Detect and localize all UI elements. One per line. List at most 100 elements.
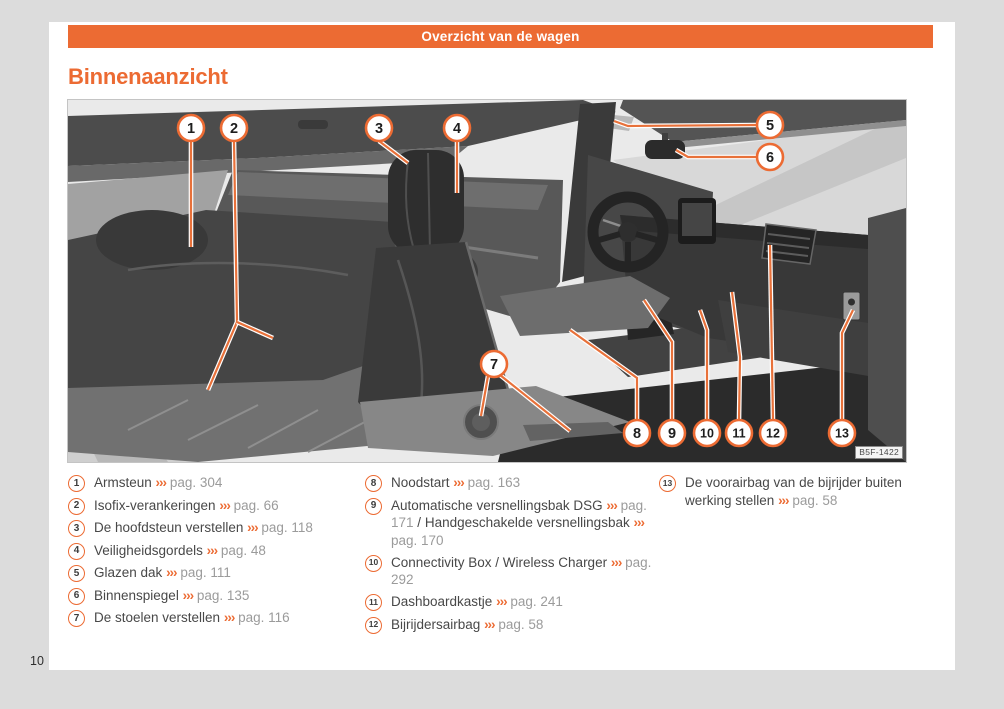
legend-item-1: 1 Armsteun ››› pag. 304	[68, 474, 365, 492]
svg-text:3: 3	[375, 121, 383, 137]
leader-line-7	[479, 375, 490, 417]
leader-line-2	[236, 320, 274, 340]
callout-13: 13	[827, 418, 857, 448]
callout-1: 1	[176, 113, 206, 143]
callout-4: 4	[442, 113, 472, 143]
legend-text: Veiligheidsgordels ››› pag. 48	[94, 542, 266, 558]
legend-text: De voorairbag van de bijrijder buiten we…	[685, 475, 902, 508]
svg-text:12: 12	[766, 427, 780, 441]
leader-line-12	[768, 244, 775, 421]
rear-headrest-left	[96, 210, 208, 270]
svg-text:9: 9	[668, 426, 676, 442]
legend-number-badge: 5	[68, 565, 85, 582]
callout-10: 10	[692, 418, 722, 448]
svg-text:1: 1	[187, 121, 195, 137]
svg-text:11: 11	[732, 427, 745, 441]
manual-page: Overzicht van de wagen Binnenaanzicht	[49, 22, 955, 670]
callout-11: 11	[724, 418, 754, 448]
passenger-door-edge	[842, 208, 906, 462]
leader-line-3	[378, 140, 409, 164]
legend-number-badge: 13	[659, 475, 676, 492]
legend-number-badge: 12	[365, 616, 382, 634]
legend-item-12: 12 Bijrijdersairbag ››› pag. 58	[365, 616, 659, 634]
legend-text: Bijrijdersairbag ››› pag. 58	[391, 616, 544, 632]
legend-number-badge: 4	[68, 542, 85, 560]
chapter-header-bar: Overzicht van de wagen	[68, 25, 933, 48]
steering-wheel	[587, 191, 669, 273]
legend-text: Noodstart ››› pag. 163	[391, 475, 521, 490]
legend-item-11: 11 Dashboardkastje ››› pag. 241	[365, 593, 659, 611]
legend-text: Armsteun ››› pag. 304	[94, 475, 223, 490]
svg-text:4: 4	[453, 121, 461, 137]
legend-number-badge: 6	[68, 587, 85, 605]
leader-line-5	[613, 119, 758, 128]
legend-text: De hoofdsteun verstellen ››› pag. 118	[94, 520, 313, 535]
callout-8: 8	[622, 418, 652, 448]
callout-9: 9	[657, 418, 687, 448]
leader-line-13	[840, 309, 854, 420]
legend-item-4: 4 Veiligheidsgordels ››› pag. 48	[68, 542, 365, 560]
sunroof-area	[581, 100, 906, 159]
grab-handle	[298, 120, 328, 129]
leader-line-10	[698, 309, 709, 420]
floor	[498, 358, 906, 462]
leader-line-7	[499, 374, 571, 432]
chapter-title: Overzicht van de wagen	[421, 29, 580, 44]
front-headrest	[388, 150, 464, 254]
legend-number-badge: 1	[68, 475, 85, 492]
legend-number-badge: 11	[365, 594, 382, 611]
page-number: 10	[30, 654, 44, 668]
callout-7: 7	[479, 349, 509, 379]
legend-number-badge: 8	[365, 475, 382, 492]
legend-text: Dashboardkastje ››› pag. 241	[391, 594, 563, 609]
svg-text:6: 6	[766, 150, 774, 166]
legend-text: Binnenspiegel ››› pag. 135	[94, 587, 250, 603]
leader-line-11	[730, 291, 742, 421]
image-code-label: B5F-1422	[855, 446, 903, 459]
legend-number-badge: 2	[68, 497, 85, 515]
legend-item-6: 6 Binnenspiegel ››› pag. 135	[68, 587, 365, 605]
roof-headliner	[68, 100, 616, 182]
svg-text:8: 8	[633, 426, 641, 442]
seat-adjust-handle	[523, 422, 623, 441]
legend-text: Connectivity Box / Wireless Charger ››› …	[391, 554, 652, 588]
callout-5: 5	[755, 110, 785, 140]
callout-6: 6	[755, 142, 785, 172]
leader-line-6	[675, 149, 757, 159]
legend-column-3: 13 De voorairbag van de bijrijder buiten …	[659, 474, 936, 638]
page-title: Binnenaanzicht	[68, 64, 228, 89]
svg-text:5: 5	[766, 118, 774, 134]
legend-item-8: 8 Noodstart ››› pag. 163	[365, 474, 659, 492]
center-armrest	[500, 276, 670, 336]
legend-number-badge: 7	[68, 610, 85, 627]
legend-text: Automatische versnellingsbak DSG ››› pag…	[391, 497, 647, 548]
legend-item-9: 9 Automatische versnellingsbak DSG ››› pa…	[365, 497, 659, 550]
legend-number-badge: 9	[365, 497, 382, 515]
svg-text:7: 7	[490, 357, 498, 373]
leader-line-8	[569, 329, 639, 420]
legend-number-badge: 3	[68, 520, 85, 537]
svg-text:10: 10	[700, 427, 714, 441]
a-pillar	[680, 114, 906, 232]
svg-text:2: 2	[230, 121, 238, 137]
rearview-mirror	[645, 140, 685, 159]
callout-12: 12	[758, 418, 788, 448]
front-seat	[358, 150, 670, 456]
dashboard	[620, 198, 906, 378]
airbag-key-switch	[842, 291, 861, 321]
legend-column-2: 8 Noodstart ››› pag. 163 9 Automatische ve…	[365, 474, 659, 638]
leader-line-9	[643, 299, 674, 420]
legend-item-3: 3 De hoofdsteun verstellen ››› pag. 118	[68, 519, 365, 537]
callout-2: 2	[219, 113, 249, 143]
legend-text: Glazen dak ››› pag. 111	[94, 565, 231, 580]
svg-text:13: 13	[835, 427, 849, 441]
